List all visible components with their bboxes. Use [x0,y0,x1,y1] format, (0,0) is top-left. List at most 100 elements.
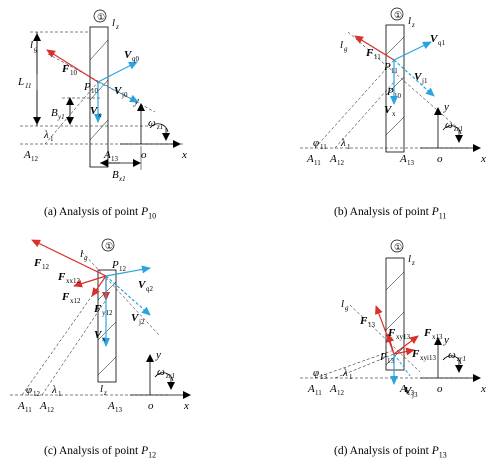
omega-label: ω [157,366,165,378]
A12-label: A [23,149,31,161]
origin-label: o [148,400,154,412]
Fxy13-sub: xy13 [396,333,411,341]
lg-label: l [341,298,344,310]
blade-hatch [385,271,405,291]
Vj3-label: V [404,385,413,397]
panel-a: ① l z x y o ω z1 L 11 B y1 B [17,9,187,183]
lambda-sub: 1 [58,390,62,398]
lz-sub: z [115,23,119,31]
F13-label: F [359,315,368,327]
lz-sub: z [411,21,415,29]
A13-label: A [399,383,407,395]
phi-sub: 11 [320,143,327,151]
omega-arc [442,355,462,365]
lambda-sub: 1 [349,373,353,381]
Vx-label: V [94,329,103,341]
P13-label: P [379,351,387,363]
Vx-label: V [384,104,393,116]
lambda-label: λ [43,129,49,141]
force-Fxy13 [386,333,395,355]
L11-label: L [17,76,24,88]
phi-label: φ [26,384,32,396]
lambda-line [334,353,395,379]
force-F10 [46,49,99,83]
Bx1-label: B [112,169,119,181]
F11-sub: 11 [374,53,381,61]
lz-label: l [112,17,115,29]
lz-label: l [408,253,411,265]
x-axis-label: x [183,400,189,412]
force-Fx12 [91,275,107,297]
blade-hatch [385,116,405,136]
lg-label: l [340,39,343,51]
lambda-line [44,81,99,145]
blade-body [385,24,405,153]
caption-b-prefix: (b) Analysis of point [334,206,429,218]
panel-c: ① l z x y o ω zr1 l g φ 12 λ 1 A 11 A 12… [10,238,191,414]
caption-a-sub: 10 [148,211,157,221]
caption-a: (a) Analysis of point P10 [44,206,156,220]
velocity-Vq1 [393,41,432,61]
Vq2-sub: q2 [146,285,154,293]
P10-sub: 10 [394,92,402,100]
A12-label: A [329,383,337,395]
Fy12-label: F [93,303,102,315]
P12-sub: 12 [119,265,127,273]
lambda-label: λ [342,367,348,379]
lz-sub: z [103,389,107,397]
velocity-Vj1 [393,59,435,97]
A11-label: A [307,383,315,395]
lg-sub: g [344,45,348,53]
Vj0-sub: j0 [121,91,128,99]
blade-hatch [89,119,109,141]
Vj2-label: V [131,312,140,324]
velocity-Vq0 [97,61,138,83]
Bx1-sub: x1 [118,175,126,183]
velocity-Vj3-dashed [393,353,411,377]
Vj1-sub: j1 [421,77,428,85]
lg-sub: g [34,45,38,53]
blade-hatch [89,79,109,101]
P10-label: P [83,81,91,93]
Vq1-label: V [430,33,439,45]
lg-line [349,304,421,373]
Vq0-label: V [124,49,133,61]
caption-a-prefix: (a) Analysis of point [44,206,139,218]
blade-hatch [97,281,117,301]
x-axis-label: x [480,153,486,165]
phi-line [314,59,395,149]
caption-d-prefix: (d) Analysis of point [334,445,429,457]
lg-sub: g [345,304,349,312]
P12-label: P [111,259,119,271]
Fx13-sub: x13 [432,333,443,341]
Fx12-label: F [61,291,70,303]
F12-label: F [33,257,42,269]
caption-d: (d) Analysis of point P13 [334,445,447,459]
blade-number-circle [390,7,404,21]
P13-sub: 13 [387,357,395,365]
A13-sub: 13 [115,406,123,414]
lambda-line [41,299,107,396]
phi-label: φ [313,137,319,149]
blade-hatch [97,356,117,376]
Vx-sub: x [98,111,102,119]
blade-hatch [385,311,405,331]
Vj2-sub: j2 [138,318,145,326]
caption-a-sym: P [141,206,149,218]
omega-sub: zr1 [453,125,463,133]
omega-sub: zr1 [165,372,175,380]
blade-body [385,257,405,371]
A12-sub: 12 [337,389,345,397]
blade-number: ① [394,10,402,20]
blade-hatch [385,76,405,96]
P11-label: P [383,61,391,73]
caption-d-sym: P [431,445,439,457]
force-Fxyi13 [393,347,415,356]
A12-sub: 12 [47,406,55,414]
P10-label: P [386,86,394,98]
omega-label: ω [445,119,453,131]
caption-c: (c) Analysis of point P12 [44,445,156,459]
lz-label: l [408,15,411,27]
phi-line [314,349,395,379]
A11-sub: 11 [25,406,32,414]
